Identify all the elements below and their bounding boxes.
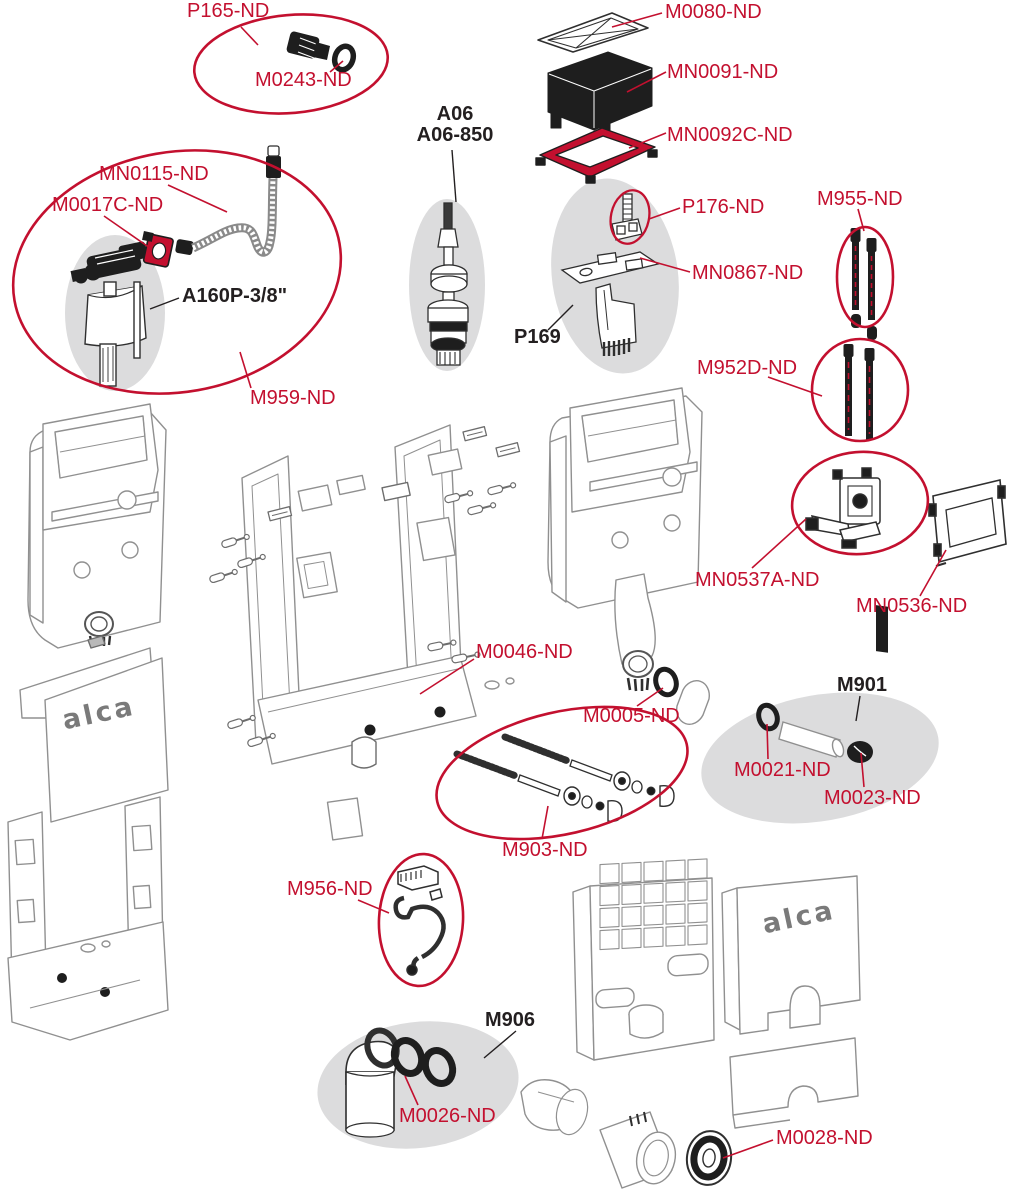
part-label-mn0091-nd: MN0091-ND xyxy=(667,61,779,83)
m955-rods-drawing xyxy=(850,228,877,340)
part-label-a160p: A160P-3/8" xyxy=(182,285,288,307)
part-label-p176-nd: P176-ND xyxy=(682,196,765,218)
part-label-m952d-nd: M952D-ND xyxy=(697,357,798,379)
m906-elbow-drawing xyxy=(345,1027,457,1138)
m901-pipe-drawing xyxy=(756,702,873,763)
p165-fitting-drawing xyxy=(286,31,357,73)
part-label-m0023-nd: M0023-ND xyxy=(824,787,921,809)
part-label-m0080-nd: M0080-ND xyxy=(665,1,762,23)
part-label-m0021-nd: M0021-ND xyxy=(734,759,831,781)
part-label-p169: P169 xyxy=(514,326,561,348)
m0028-seal-drawing xyxy=(685,1130,733,1186)
part-label-mn0115-nd: MN0115-ND xyxy=(99,163,209,185)
part-label-m0046-nd: M0046-ND xyxy=(476,641,573,663)
center-frame-drawing xyxy=(207,424,521,841)
part-label-m901: M901 xyxy=(837,674,888,696)
mn0536-plate-drawing xyxy=(928,479,1007,567)
mn0537a-bracket-drawing xyxy=(805,467,888,653)
left-bottom-frame-drawing xyxy=(7,796,169,1041)
red-gasket-frame xyxy=(535,127,658,184)
part-label-m0028-nd: M0028-ND xyxy=(776,1127,873,1149)
m956-clamp-drawing xyxy=(393,865,446,976)
red-callout-ellipses xyxy=(11,13,930,988)
part-label-m956-nd: M956-ND xyxy=(287,878,373,900)
part-label-m955-nd: M955-ND xyxy=(817,188,903,210)
m952d-rods-drawing xyxy=(843,344,875,440)
part-label-a06: A06 A06-850 xyxy=(416,103,494,146)
part-label-m0243-nd: M0243-ND xyxy=(255,69,352,91)
part-label-mn0867-nd: MN0867-ND xyxy=(692,262,804,284)
part-label-m959-nd: M959-ND xyxy=(250,387,336,409)
leader-lines-black xyxy=(149,149,861,1059)
part-label-m0017c-nd: M0017C-ND xyxy=(52,194,164,216)
part-label-m906: M906 xyxy=(485,1009,536,1031)
left-cistern-drawing xyxy=(27,403,167,649)
bottom-right-panels-drawing xyxy=(520,858,861,1189)
part-label-mn0537a-nd: MN0537A-ND xyxy=(695,569,820,591)
left-alca-panel-drawing xyxy=(19,635,169,823)
top-right-exploded-drawing xyxy=(535,12,658,184)
a06-cartridge-drawing xyxy=(427,202,469,366)
part-label-m903-nd: M903-ND xyxy=(502,839,588,861)
part-label-mn0092c-nd: MN0092C-ND xyxy=(667,124,793,146)
leader-lines xyxy=(103,12,947,1159)
part-label-mn0536-nd: MN0536-ND xyxy=(856,595,968,617)
m0017c-red-clip xyxy=(142,231,174,268)
part-label-p165-nd: P165-ND xyxy=(187,0,270,22)
part-label-m0005-nd: M0005-ND xyxy=(583,705,680,727)
part-label-m0026-nd: M0026-ND xyxy=(399,1105,496,1127)
p169-parts-drawing xyxy=(560,193,660,356)
right-cistern-drawing xyxy=(547,387,710,725)
